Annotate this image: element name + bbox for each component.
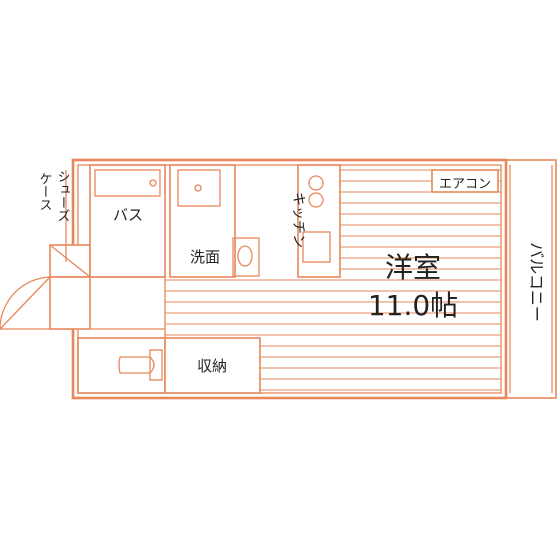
kitchen-counter xyxy=(297,164,341,278)
storage-label: 収納 xyxy=(197,357,227,375)
wash-basin xyxy=(232,237,260,277)
air-conditioner-unit xyxy=(431,169,499,193)
western-room-name: 洋室 xyxy=(385,251,441,284)
kitchen-sink xyxy=(302,231,331,263)
entrance xyxy=(49,276,91,330)
western-room-size: 11.0帖 xyxy=(368,289,458,322)
toilet-room xyxy=(77,337,166,394)
balcony-label: バルコニー xyxy=(527,242,546,322)
bath-label: バス xyxy=(113,206,143,224)
stove-burner-icon xyxy=(308,175,324,191)
shoe-case-label-line1: シューズ xyxy=(55,170,70,222)
entrance-door xyxy=(0,276,51,330)
washroom-label: 洗面 xyxy=(190,248,220,266)
storage-room xyxy=(164,337,261,394)
washroom xyxy=(169,164,236,278)
balcony-area xyxy=(505,159,557,399)
bathtub xyxy=(94,169,161,197)
stove-burner-icon xyxy=(308,192,324,208)
bath-room xyxy=(89,164,166,278)
kitchen-label: キッチン xyxy=(290,192,306,248)
shoe-case-label-line2: ケース xyxy=(37,172,52,211)
air-conditioner-label: エアコン xyxy=(439,177,491,192)
